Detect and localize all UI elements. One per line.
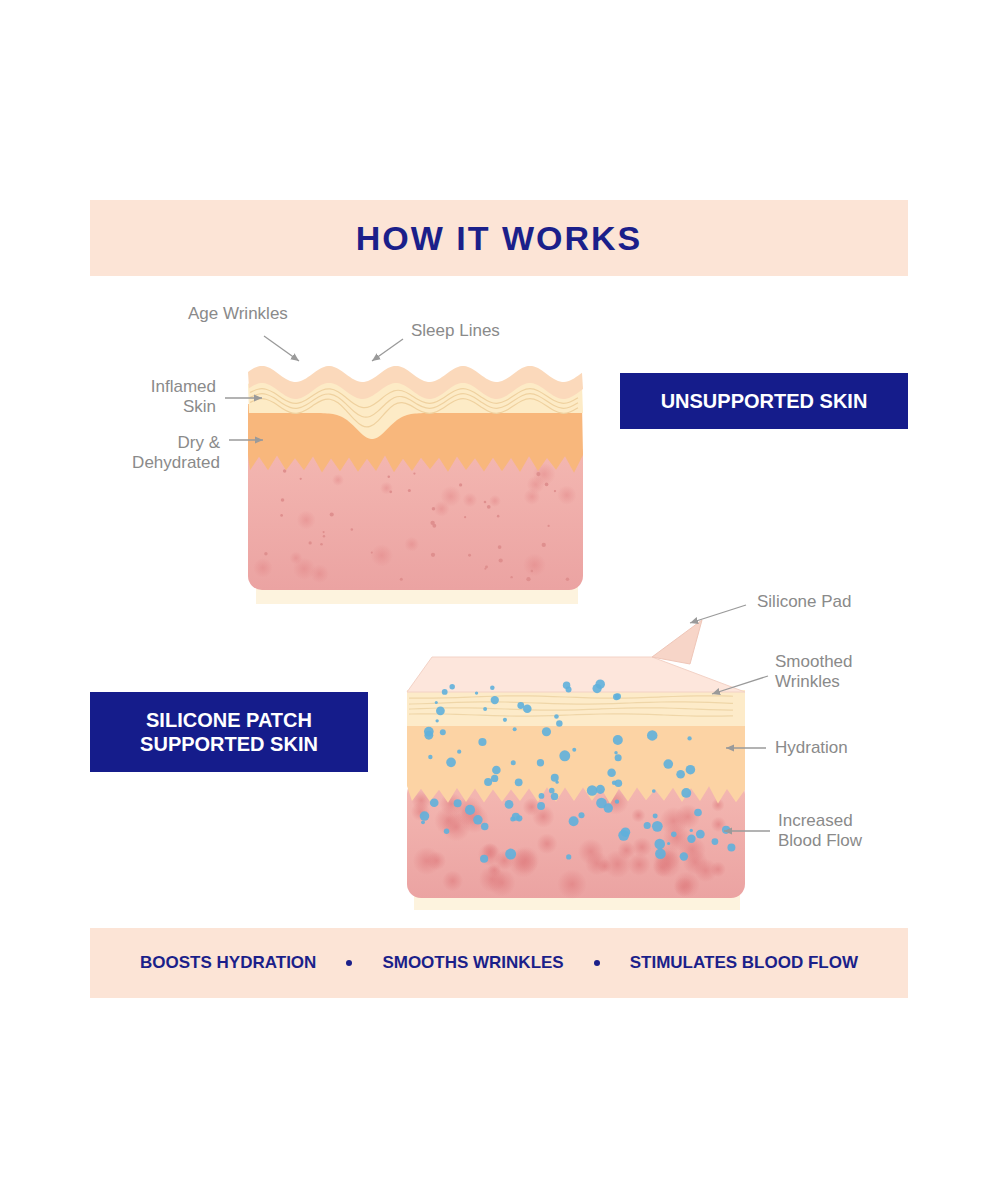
callout-label: Sleep Lines bbox=[411, 321, 541, 341]
label-box: SILICONE PATCH SUPPORTED SKIN bbox=[90, 692, 368, 772]
title: HOW IT WORKS bbox=[356, 219, 643, 258]
callout-label: Silicone Pad bbox=[757, 592, 897, 612]
callout-label: Age Wrinkles bbox=[188, 304, 338, 324]
bullet-dot bbox=[346, 960, 352, 966]
hydration-drops bbox=[420, 679, 736, 862]
callout-label: Smoothed Wrinkles bbox=[775, 652, 895, 691]
benefit-band: BOOSTS HYDRATION SMOOTHS WRINKLES STIMULAT… bbox=[90, 928, 908, 998]
silicone-pad bbox=[407, 657, 745, 692]
callout-label: Dry & Dehydrated bbox=[110, 433, 220, 472]
callout-label: Inflamed Skin bbox=[120, 377, 216, 416]
node-text: UNSUPPORTED SKIN bbox=[661, 389, 868, 413]
bullet-dot bbox=[594, 960, 600, 966]
pad-peel bbox=[652, 620, 702, 664]
node-text: BOOSTS HYDRATION bbox=[140, 953, 316, 973]
hydrated-layer bbox=[407, 722, 745, 804]
callout-label: Increased Blood Flow bbox=[778, 811, 898, 850]
dry-layer bbox=[248, 404, 583, 473]
node-text: STIMULATES BLOOD FLOW bbox=[630, 953, 858, 973]
node-text: SILICONE PATCH SUPPORTED SKIN bbox=[114, 708, 344, 756]
surface-layer bbox=[248, 366, 583, 399]
callout-label: Hydration bbox=[775, 738, 905, 758]
node-text: SMOOTHS WRINKLES bbox=[382, 953, 563, 973]
blood-texture bbox=[253, 463, 577, 583]
smooth-layer bbox=[407, 690, 745, 726]
blood-texture bbox=[411, 788, 726, 899]
label-box: UNSUPPORTED SKIN bbox=[620, 373, 908, 429]
layer-lines bbox=[409, 696, 733, 716]
